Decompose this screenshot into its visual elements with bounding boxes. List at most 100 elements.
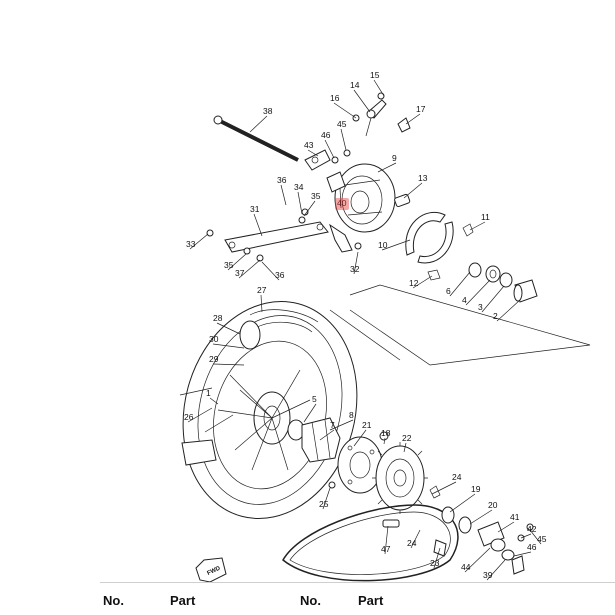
leader-line-10 <box>381 239 411 251</box>
leader-line-34 <box>297 191 303 215</box>
part-label-14: 14 <box>350 80 360 90</box>
part-label-24: 24 <box>452 472 462 482</box>
sprocket-hub-part <box>337 431 389 494</box>
part-label-32: 32 <box>350 264 360 274</box>
part-label-26: 26 <box>184 412 194 422</box>
part-label-28: 28 <box>213 313 223 323</box>
part-label-36: 36 <box>275 270 285 280</box>
hub-damper-part <box>287 417 341 463</box>
part-label-11: 11 <box>481 212 490 222</box>
leader-line-36 <box>280 184 287 206</box>
leader-line-3 <box>481 285 505 313</box>
leader-line-42 <box>520 533 532 539</box>
leader-line-16 <box>333 102 357 119</box>
part-label-46: 46 <box>527 542 537 552</box>
part-label-35: 35 <box>311 191 321 201</box>
part-label-45: 45 <box>537 534 547 544</box>
collar-part <box>304 149 351 193</box>
leader-line-35 <box>303 200 316 217</box>
part-label-39: 39 <box>483 570 493 580</box>
leader-line-46 <box>513 551 532 557</box>
part-label-25: 25 <box>319 499 329 509</box>
part-label-24: 24 <box>407 538 417 548</box>
reference-lines <box>179 284 591 433</box>
leader-line-24 <box>410 529 421 549</box>
part-label-47: 47 <box>381 544 391 554</box>
leader-line-46 <box>324 139 335 159</box>
part-label-23: 23 <box>430 558 440 568</box>
part-label-31: 31 <box>250 204 260 214</box>
leader-line-4 <box>465 279 491 306</box>
leader-line-19 <box>449 493 476 513</box>
part-label-37: 37 <box>235 268 245 278</box>
leader-line-38 <box>249 115 268 133</box>
fwd-arrow-icon: FWD <box>195 557 227 583</box>
part-label-29: 29 <box>209 354 219 364</box>
chain-part <box>282 504 459 582</box>
leader-line-1 <box>209 397 219 405</box>
part-label-40: 40 <box>337 198 347 208</box>
leader-line-39 <box>486 559 506 581</box>
sprocket-part <box>372 442 428 514</box>
part-label-13: 13 <box>418 173 428 183</box>
leader-line-45 <box>529 529 542 545</box>
part-label-10: 10 <box>378 240 388 250</box>
part-label-8: 8 <box>349 410 354 420</box>
leader-line-18 <box>383 437 386 445</box>
leader-line-12 <box>412 275 433 289</box>
part-label-33: 33 <box>186 239 196 249</box>
leader-line-13 <box>403 182 423 199</box>
footer-col2-part: Part <box>358 593 384 608</box>
cam-shaft-part <box>352 92 411 208</box>
part-label-21: 21 <box>362 420 372 430</box>
leader-line-21 <box>353 429 367 447</box>
leader-line-25 <box>322 487 331 510</box>
part-label-15: 15 <box>370 70 380 80</box>
leader-line-41 <box>497 521 515 533</box>
leader-line-2 <box>496 299 521 322</box>
leader-line-29 <box>212 363 245 366</box>
axle-part <box>213 115 299 162</box>
leader-line-45 <box>340 128 347 151</box>
leader-line-37 <box>238 259 261 279</box>
part-label-38: 38 <box>263 106 273 116</box>
part-label-36: 36 <box>277 175 287 185</box>
part-label-22: 22 <box>402 433 412 443</box>
part-label-17: 17 <box>416 104 426 114</box>
leader-line-20 <box>469 509 493 525</box>
leader-line-40 <box>339 187 342 209</box>
part-label-18: 18 <box>381 428 391 438</box>
part-label-9: 9 <box>392 153 397 163</box>
part-label-5: 5 <box>312 394 317 404</box>
part-label-27: 27 <box>257 285 267 295</box>
leader-line-32 <box>353 251 359 275</box>
bearings-part <box>468 262 538 303</box>
part-label-42: 42 <box>527 524 537 534</box>
rim-part <box>181 320 327 490</box>
part-number-labels: 1234567891011121314151617181920212223242… <box>184 70 547 580</box>
leader-line-43 <box>307 149 319 157</box>
leader-line-5 <box>303 403 317 423</box>
leader-line-28 <box>216 322 241 335</box>
part-label-12: 12 <box>409 278 419 288</box>
part-label-35: 35 <box>224 260 234 270</box>
leader-line-35 <box>227 253 247 271</box>
leader-line-17 <box>405 113 421 125</box>
part-label-30: 30 <box>209 334 219 344</box>
leader-line-31 <box>253 213 263 237</box>
footer-col1-no: No. <box>103 593 124 608</box>
leader-line-33 <box>189 233 209 250</box>
torque-arm-part <box>206 208 362 262</box>
part-label-41: 41 <box>510 512 520 522</box>
leader-line-9 <box>377 162 397 173</box>
leader-line-6 <box>449 271 471 297</box>
part-label-46: 46 <box>321 130 331 140</box>
brake-shoes-part <box>405 211 474 281</box>
leader-line-30 <box>212 343 245 349</box>
footer-col2-no: No. <box>300 593 321 608</box>
leader-line-44 <box>464 547 491 573</box>
leader-line-26 <box>187 407 213 423</box>
part-label-44: 44 <box>461 562 471 572</box>
